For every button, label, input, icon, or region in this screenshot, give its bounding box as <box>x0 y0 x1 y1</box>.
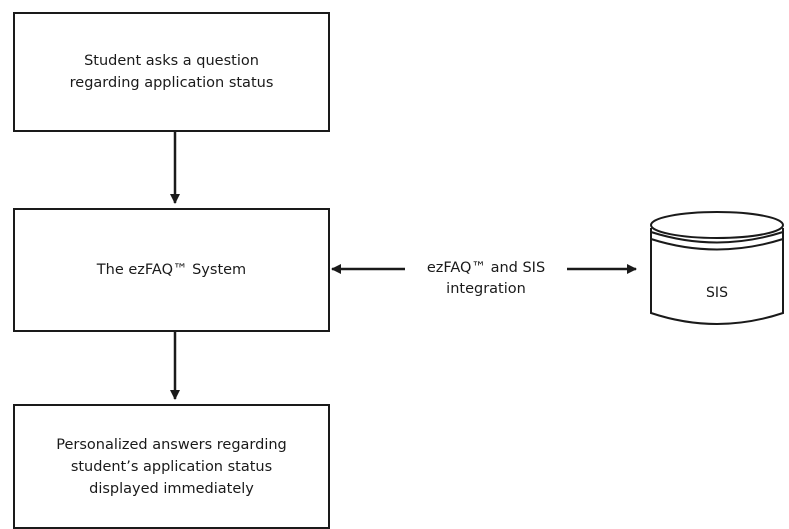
edge-integration-label: ezFAQ™ and SIS integration <box>405 258 567 300</box>
node-personalized-answers-label: Personalized answers regarding student’s… <box>56 436 287 497</box>
node-personalized-answers: Personalized answers regarding student’s… <box>13 404 330 529</box>
node-student-question: Student asks a question regarding applic… <box>13 12 330 132</box>
node-ezfaq-system: The ezFAQ™ System <box>13 208 330 332</box>
node-sis-label: SIS <box>706 285 728 301</box>
node-ezfaq-system-label: The ezFAQ™ System <box>96 262 247 278</box>
sis-database-icon <box>650 211 784 325</box>
node-student-question-label: Student asks a question regarding applic… <box>69 53 274 91</box>
